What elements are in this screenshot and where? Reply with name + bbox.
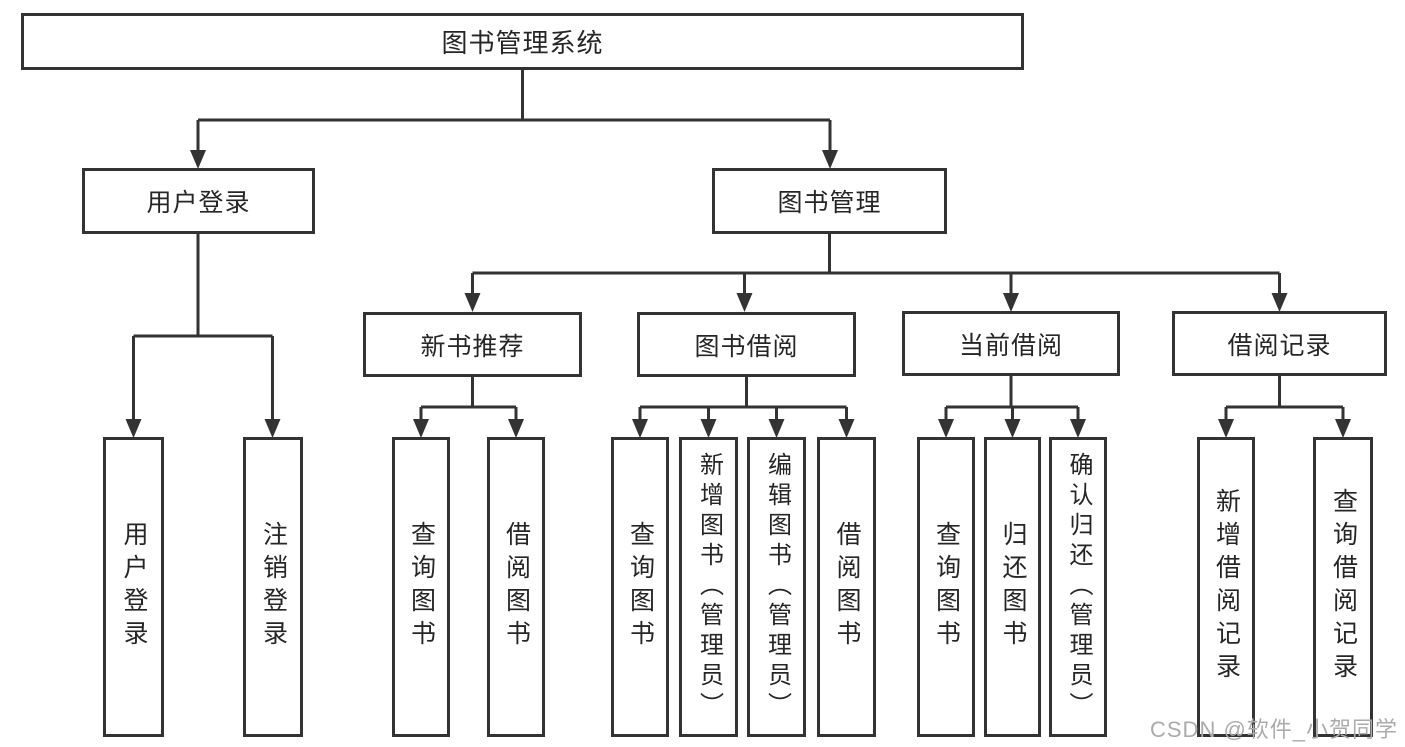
node-label: 新增借阅记录 [1212, 488, 1241, 686]
csdn-watermark: CSDN @软件_小贺同学 [1150, 717, 1399, 742]
node-label: 图书管理系统 [441, 28, 604, 58]
node-label: 新书推荐 [420, 332, 525, 361]
node-label: 查询借阅记录 [1329, 488, 1358, 686]
leaf-bb-query-book: 查询图书 [611, 437, 669, 737]
node-label: 查询图书 [407, 521, 436, 653]
node-label: 归还图书 [999, 521, 1027, 653]
node-book-management: 图书管理 [712, 168, 947, 234]
leaf-br-add-record: 新增借阅记录 [1197, 437, 1255, 737]
node-new-book-recommendation: 新书推荐 [363, 312, 582, 377]
node-label: 用户登录 [120, 521, 148, 653]
node-label: 注销登录 [259, 521, 288, 653]
node-label: 借阅图书 [502, 521, 531, 653]
node-label: 借阅图书 [833, 521, 861, 653]
leaf-cb-confirm-return-admin: 确认归还（管理员） [1049, 437, 1107, 737]
node-book-borrowing: 图书借阅 [637, 312, 856, 377]
leaf-cb-query-book: 查询图书 [917, 437, 975, 737]
leaf-rec-query-book: 查询图书 [392, 437, 450, 737]
node-current-borrowing: 当前借阅 [902, 311, 1120, 376]
leaf-logout: 注销登录 [243, 437, 303, 737]
node-label: 查询图书 [932, 521, 961, 653]
node-label: 借阅记录 [1227, 331, 1332, 360]
leaf-rec-borrow-book: 借阅图书 [487, 437, 545, 737]
node-label: 当前借阅 [958, 331, 1063, 360]
node-label: 用户登录 [146, 189, 251, 217]
leaf-bb-edit-book-admin: 编辑图书（管理员） [747, 437, 806, 737]
leaf-bb-borrow-book: 借阅图书 [817, 437, 876, 737]
leaf-user-login: 用户登录 [103, 437, 164, 737]
node-borrowing-records: 借阅记录 [1172, 311, 1387, 376]
leaf-br-query-record: 查询借阅记录 [1313, 437, 1373, 737]
node-label: 查询图书 [626, 521, 655, 653]
node-library-management-system: 图书管理系统 [21, 13, 1024, 70]
leaf-bb-add-book-admin: 新增图书（管理员） [679, 437, 738, 737]
node-label: 图书管理 [777, 189, 882, 217]
node-label: 编辑图书（管理员） [763, 452, 791, 722]
leaf-cb-return-book: 归还图书 [984, 437, 1041, 737]
node-label: 图书借阅 [694, 332, 799, 361]
node-label: 新增图书（管理员） [695, 452, 723, 722]
node-user-login: 用户登录 [82, 168, 315, 234]
node-label: 确认归还（管理员） [1065, 452, 1092, 722]
